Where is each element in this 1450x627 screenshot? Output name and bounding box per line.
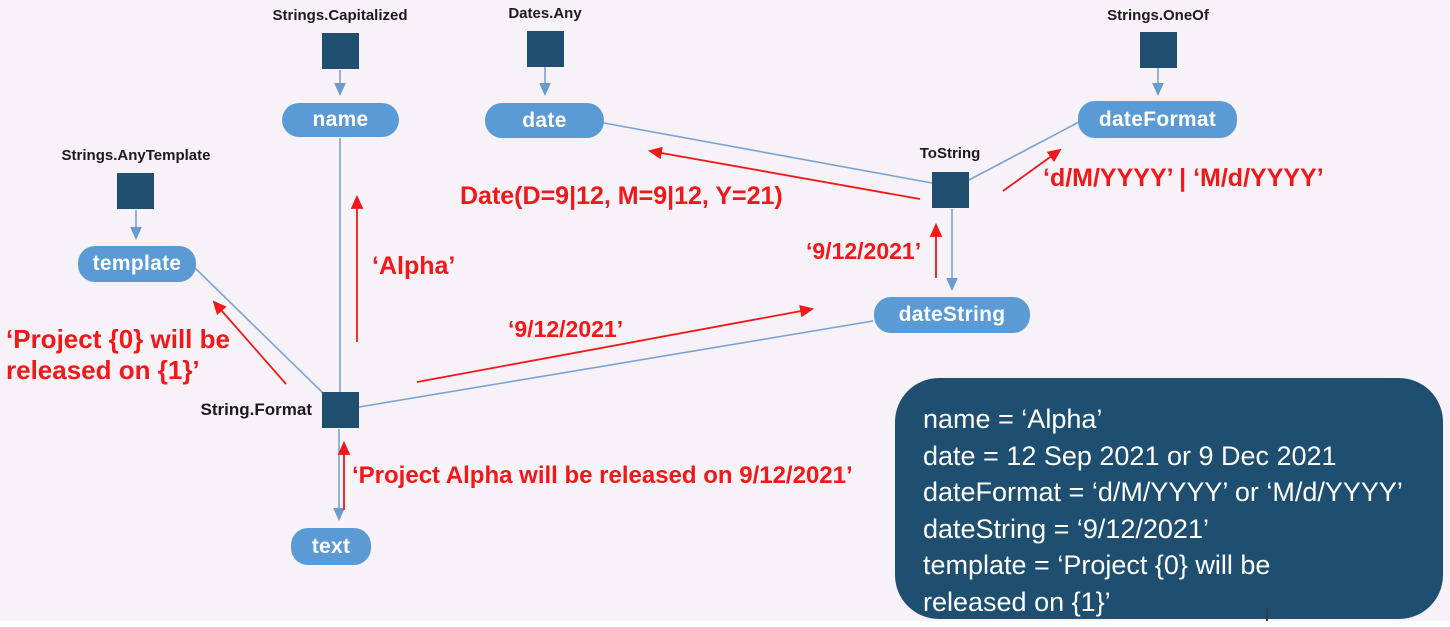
annotation-name-value: ‘Alpha’ <box>372 252 456 280</box>
label-strings-capitalized: Strings.Capitalized <box>272 7 408 24</box>
summary-info-box: name = ‘Alpha’ date = 12 Sep 2021 or 9 D… <box>895 378 1443 619</box>
edge-template-to-stringformat <box>192 265 325 395</box>
annotation-datestring-value-mid: ‘9/12/2021’ <box>508 316 624 342</box>
red-arrow-to-dateformat <box>1002 148 1062 192</box>
square-strings-oneof <box>1140 32 1177 68</box>
node-text: text <box>291 528 371 565</box>
label-string-format: String.Format <box>200 400 312 419</box>
red-arrow-to-datestring <box>416 304 815 383</box>
node-date: date <box>485 103 604 138</box>
label-strings-anytemplate: Strings.AnyTemplate <box>61 147 211 164</box>
info-line-template-1: template = ‘Project {0} will be <box>923 550 1271 580</box>
info-line-datestring: dateString = ‘9/12/2021’ <box>923 513 1209 544</box>
red-arrow-to-date <box>647 146 921 200</box>
red-arrow-to-template <box>212 300 287 385</box>
edge-datestring-to-stringformat <box>358 320 874 408</box>
node-dateformat: dateFormat <box>1078 101 1237 138</box>
label-dates-any: Dates.Any <box>508 5 582 22</box>
square-string-format <box>322 392 359 428</box>
bottom-white-strip <box>0 621 1450 627</box>
annotation-text-value: ‘Project Alpha will be released on 9/12/… <box>352 462 853 489</box>
node-name: name <box>282 103 399 137</box>
annotation-template-value-line2: released on {1}’ <box>6 355 200 385</box>
annotation-template-value: ‘Project {0} will be released on {1}’ <box>6 324 230 386</box>
node-template: template <box>78 246 196 282</box>
label-strings-oneof: Strings.OneOf <box>1107 7 1209 24</box>
info-line-template-2: released on {1}’ <box>923 586 1111 617</box>
annotation-template-value-line1: ‘Project {0} will be <box>6 324 230 354</box>
info-line-date: date = 12 Sep 2021 or 9 Dec 2021 <box>923 440 1337 471</box>
square-dates-any <box>527 31 564 67</box>
annotation-datestring-value-near-tostring: ‘9/12/2021’ <box>806 238 922 264</box>
stray-tick-mark <box>1266 608 1268 627</box>
info-line-name: name = ‘Alpha’ <box>923 404 1103 434</box>
edge-dateformat-to-tostring <box>966 121 1080 182</box>
annotation-dateformat-values: ‘d/M/YYYY’ | ‘M/d/YYYY’ <box>1043 164 1324 192</box>
square-tostring <box>932 172 969 208</box>
square-strings-anytemplate <box>117 173 154 209</box>
edge-date-to-tostring <box>603 122 933 184</box>
label-tostring: ToString <box>919 145 981 162</box>
annotation-date-constraint: Date(D=9|12, M=9|12, Y=21) <box>460 182 783 210</box>
info-line-dateformat: dateFormat = ‘d/M/YYYY’ or ‘M/d/YYYY’ <box>923 477 1403 507</box>
square-strings-capitalized <box>322 33 359 69</box>
node-datestring: dateString <box>874 297 1030 333</box>
